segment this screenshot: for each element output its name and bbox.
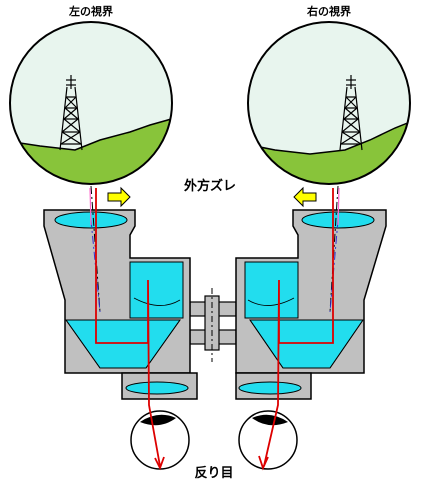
- left-upper-prism: [129, 261, 184, 319]
- right-optical-axis: [329, 185, 339, 313]
- right-eye: [238, 410, 298, 470]
- outward-shift-label: 外方ズレ: [183, 178, 236, 194]
- right-ground: [248, 116, 410, 184]
- left-tower-icon: [59, 75, 83, 151]
- right-light-ray: [263, 188, 334, 467]
- right-ray-arrowhead: [258, 455, 269, 471]
- right-field-of-view: [247, 21, 411, 185]
- right-pupil: [252, 414, 288, 426]
- left-view-label: 左の視界: [68, 4, 113, 18]
- right-outward-arrow-icon: [293, 186, 317, 208]
- left-optical-axis: [90, 185, 101, 313]
- right-tower-icon: [339, 75, 363, 151]
- left-ray-arrowhead: [154, 456, 165, 471]
- right-view-label: 右の視界: [306, 4, 351, 18]
- right-ray-pink-guide: [337, 187, 340, 226]
- left-pupil: [140, 414, 176, 426]
- left-outward-arrow-icon: [107, 186, 131, 208]
- left-eyepiece-lens: [125, 381, 189, 395]
- left-barrel: [43, 209, 198, 400]
- right-optical-axis-blue: [329, 219, 339, 313]
- optical-axes: [90, 185, 339, 313]
- left-ground: [10, 117, 172, 184]
- right-upper-prism-face: [247, 297, 295, 306]
- right-barrel: [235, 209, 387, 400]
- left-light-ray: [95, 188, 161, 467]
- left-upper-prism-face: [133, 297, 181, 306]
- left-eye: [130, 410, 190, 470]
- left-field-of-view: [9, 21, 173, 185]
- eye-divergence-label: 反り目: [194, 465, 233, 481]
- light-rays: [89, 187, 340, 471]
- right-eyepiece-lens: [238, 381, 302, 395]
- right-upper-prism: [244, 261, 299, 319]
- center-hinge: [189, 288, 237, 362]
- left-ray-pink-guide: [89, 187, 92, 226]
